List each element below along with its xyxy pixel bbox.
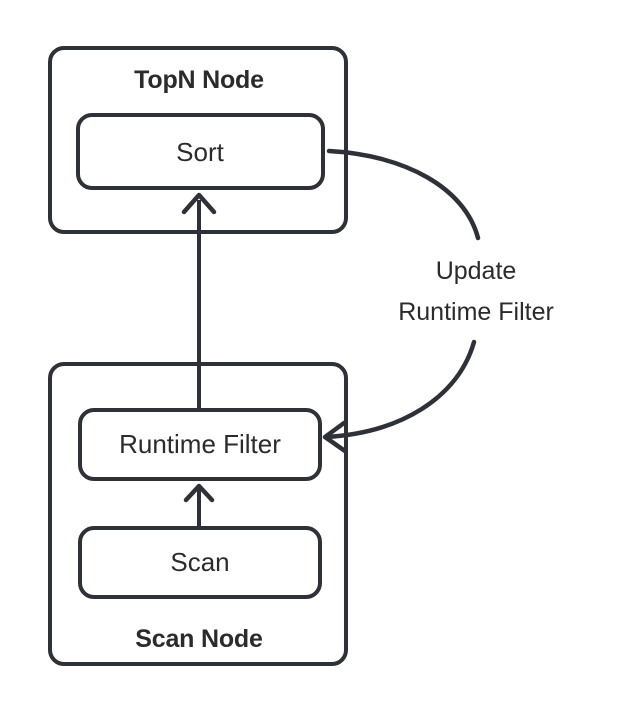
sort-box-label: Sort — [176, 137, 224, 167]
sort-box[interactable] — [76, 113, 325, 190]
edge-update-runtime-filter-arrowhead — [322, 420, 348, 454]
edge-update-runtime-filter-curve-lower — [323, 339, 477, 440]
edge-update-runtime-filter-curve-upper — [326, 148, 481, 241]
edge-label-line-1: Update — [435, 257, 517, 285]
edge-scan-to-filter-arrowhead — [183, 483, 215, 503]
runtime-filter-box-label: Runtime Filter — [119, 429, 281, 459]
edge-label-line-2: Runtime Filter — [398, 298, 554, 326]
topn-node-title: TopN Node — [134, 66, 264, 94]
edge-update-runtime-filter-label: Update Runtime Filter — [398, 251, 554, 333]
scan-box[interactable] — [78, 526, 322, 599]
edge-scan-to-topn-arrowhead — [181, 192, 217, 215]
scan-node-title: Scan Node — [135, 625, 263, 653]
scan-box-label: Scan — [170, 547, 230, 577]
